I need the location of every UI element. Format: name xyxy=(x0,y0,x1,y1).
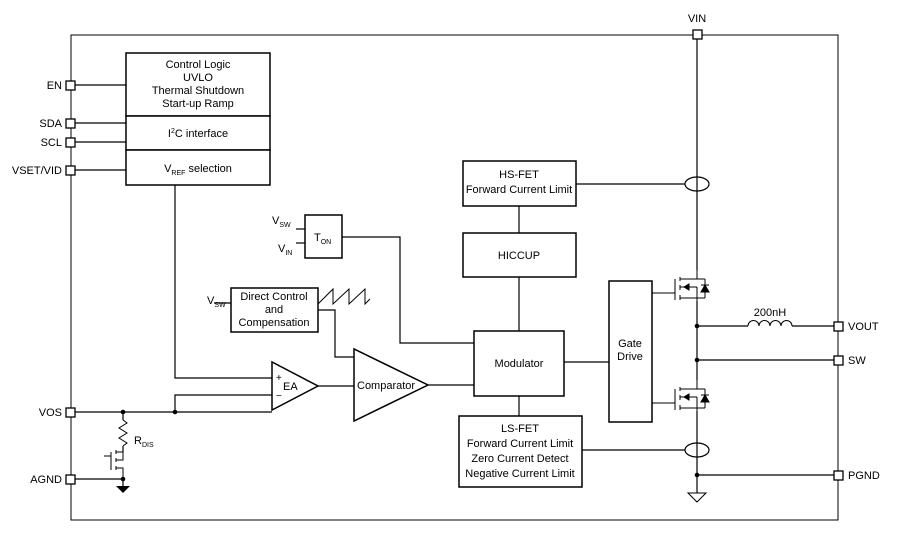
pin-agnd-marker xyxy=(65,474,76,485)
ls-fet-line-2: Forward Current Limit xyxy=(467,438,573,450)
rdis-label: RDIS xyxy=(134,435,154,449)
pin-agnd-label: AGND xyxy=(30,474,62,486)
direct-control-vsw-label: VSW xyxy=(207,295,226,309)
hiccup-block xyxy=(462,232,577,278)
control-logic-line-1: Control Logic xyxy=(166,59,231,71)
hs-fet-block xyxy=(462,160,577,207)
pin-en-label: EN xyxy=(47,80,62,92)
control-logic-block xyxy=(125,52,271,117)
chip-boundary xyxy=(70,34,839,521)
modulator-block xyxy=(473,330,565,397)
pin-scl-label: SCL xyxy=(41,137,62,149)
pin-vout-marker xyxy=(833,321,844,332)
agnd-ground-icon xyxy=(116,486,130,493)
ea-plus-sign: + xyxy=(276,373,282,384)
rdis-resistor-icon xyxy=(118,419,128,447)
ls-mosfet-icon xyxy=(652,380,710,411)
direct-control-block xyxy=(230,287,319,333)
pin-pgnd-label: PGND xyxy=(848,470,880,482)
pin-vset-marker xyxy=(65,165,76,176)
ton-vin-label: VIN xyxy=(278,243,292,257)
control-logic-line-2: UVLO xyxy=(183,72,213,84)
vref-selection-block xyxy=(125,149,271,186)
gate-drive-line-2: Drive xyxy=(617,351,643,363)
pin-vin-label: VIN xyxy=(688,13,706,25)
pin-pgnd-marker xyxy=(833,470,844,481)
hs-mosfet-icon xyxy=(652,270,710,301)
ea-label: EA xyxy=(283,381,298,393)
direct-control-line-2: and xyxy=(265,304,283,316)
vref-selection-label: VREF selection xyxy=(164,163,232,177)
pin-vos-label: VOS xyxy=(39,407,62,419)
gate-drive-block xyxy=(608,280,653,423)
ls-fet-line-4: Negative Current Limit xyxy=(465,468,574,480)
hiccup-label: HICCUP xyxy=(498,250,540,262)
inductor-value-label: 200nH xyxy=(754,307,786,319)
comparator-label: Comparator xyxy=(357,380,415,392)
ea-minus-sign: − xyxy=(276,391,282,402)
pgnd-ground-icon xyxy=(686,492,708,503)
pin-vin-marker xyxy=(692,29,703,40)
hs-fet-line-1: HS-FET xyxy=(499,169,539,181)
pin-sda-marker xyxy=(65,118,76,129)
control-logic-line-3: Thermal Shutdown xyxy=(152,85,244,97)
ton-block xyxy=(304,214,343,259)
pin-sw-label: SW xyxy=(848,355,866,367)
ls-fet-line-3: Zero Current Detect xyxy=(471,453,568,465)
pin-sda-label: SDA xyxy=(39,118,62,130)
direct-control-line-3: Compensation xyxy=(239,317,310,329)
comparator xyxy=(353,347,430,423)
discharge-mosfet-icon xyxy=(104,450,124,479)
modulator-label: Modulator xyxy=(495,358,544,370)
pin-vos-marker xyxy=(65,407,76,418)
pin-vset-label: VSET/VID xyxy=(12,165,62,177)
ls-fet-block xyxy=(458,415,583,488)
pin-scl-marker xyxy=(65,137,76,148)
sawtooth-ramp-icon xyxy=(317,287,371,306)
hs-fet-line-2: Forward Current Limit xyxy=(466,184,572,196)
i2c-interface-label: I2C interface xyxy=(168,128,228,140)
gate-drive-line-1: Gate xyxy=(618,338,642,350)
inductor-icon xyxy=(747,320,793,327)
ls-fet-line-1: LS-FET xyxy=(501,423,539,435)
direct-control-line-1: Direct Control xyxy=(240,291,307,303)
pin-vout-label: VOUT xyxy=(848,321,879,333)
pin-en-marker xyxy=(65,80,76,91)
pin-sw-marker xyxy=(833,355,844,366)
error-amplifier xyxy=(271,360,320,412)
ton-vsw-label: VSW xyxy=(272,215,291,229)
control-logic-line-4: Start-up Ramp xyxy=(162,98,234,110)
ton-label: TON xyxy=(314,232,331,246)
